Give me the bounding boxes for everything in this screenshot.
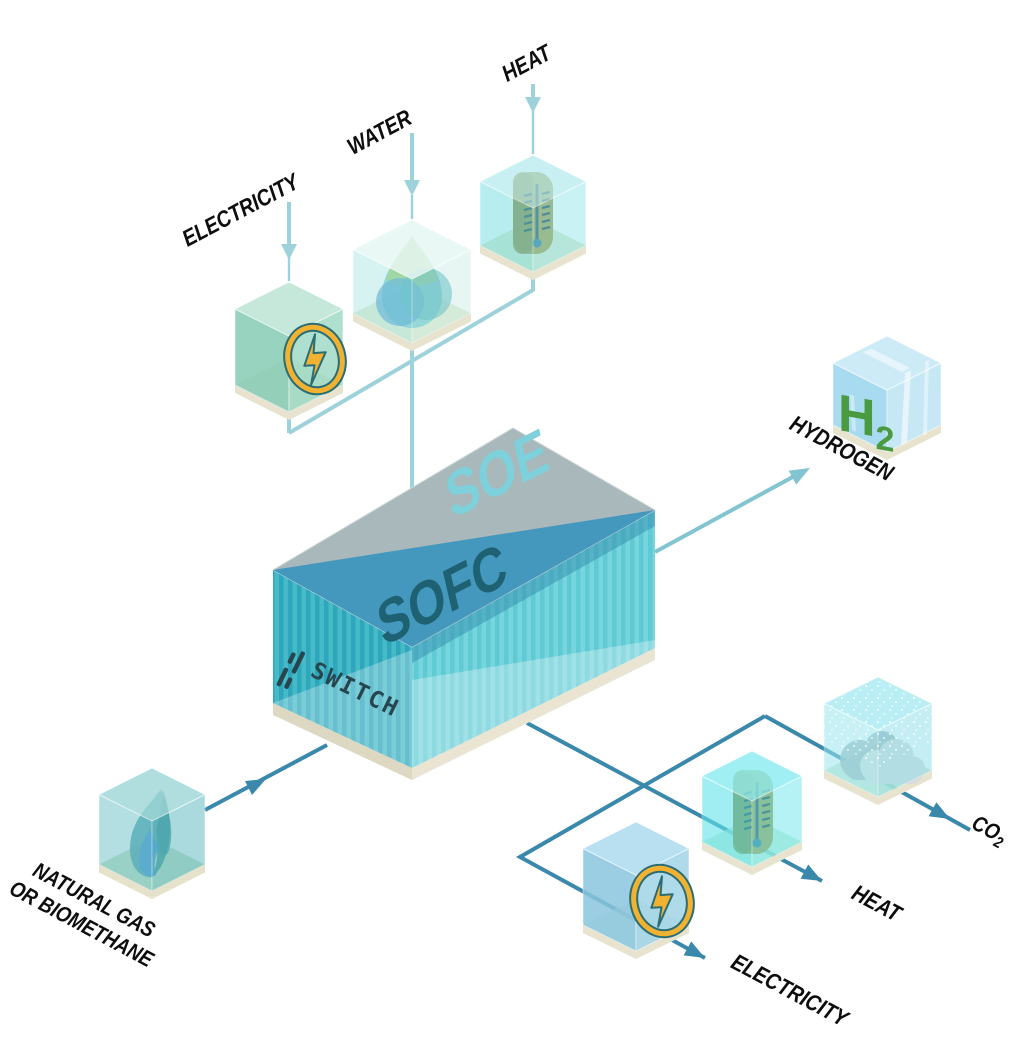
container-unit: SOE SOFC SWITCH — [271, 415, 657, 780]
cube-top-face — [478, 154, 588, 209]
natural-gas-arrowhead-icon — [245, 779, 266, 795]
heat-output-cube — [700, 750, 804, 875]
electricity-input-arrowhead-icon — [281, 244, 297, 260]
cube-base — [824, 770, 932, 805]
electricity-output-arrowhead-icon — [683, 941, 705, 958]
h2-cube-label: H2 — [838, 384, 894, 460]
heat-input-label: HEAT — [498, 39, 557, 87]
container-right-face — [412, 510, 655, 768]
heat-input-arrowhead-icon — [525, 97, 541, 113]
lightning-bolt-icon — [629, 863, 695, 939]
co2-output-cube — [822, 676, 934, 805]
natural-gas-feed-line — [204, 743, 328, 812]
co2-output-arrowhead-icon — [928, 802, 950, 819]
hydrogen-output-cube: H2 — [831, 335, 943, 460]
co2-bubbles-texture — [824, 677, 932, 768]
water-input-label: WATER — [343, 104, 417, 160]
cube-base — [583, 925, 689, 959]
container-base-right — [412, 648, 655, 780]
co2-output-label: CO2 — [966, 811, 1011, 852]
water-input-cube — [351, 219, 473, 351]
container-left-face — [273, 570, 412, 768]
electricity-input-label: ELECTRICITY — [178, 168, 305, 252]
container-base-left — [273, 703, 412, 780]
container-left-face-highlight — [273, 650, 412, 768]
switch-logo-bars-icon — [276, 651, 305, 689]
input-line-network — [287, 84, 535, 489]
cube-base — [833, 425, 941, 460]
electricity-output-label: ELECTRICITY — [727, 949, 854, 1033]
hydrogen-arrowhead-icon — [788, 468, 810, 485]
cube-base — [480, 245, 586, 280]
cube-base — [235, 385, 343, 420]
container-right-face-shadow-band — [412, 510, 655, 663]
heat-output-arrowhead-icon — [800, 864, 822, 881]
cube-base — [353, 313, 471, 351]
container-right-face-highlight — [412, 640, 655, 768]
cube-top-face — [581, 821, 691, 876]
input-arrowheads — [281, 97, 541, 260]
natural-gas-input-cube — [97, 767, 207, 899]
cube-top-face — [233, 281, 345, 337]
cube-base — [99, 864, 205, 899]
lightning-bolt-icon — [283, 322, 347, 396]
cube-base — [702, 842, 802, 875]
cube-top-face — [97, 767, 207, 822]
cube-top-face — [700, 750, 804, 802]
output-arrowheads — [245, 779, 950, 958]
cube-top-face — [351, 219, 473, 280]
ice-streaks — [850, 349, 929, 445]
heat-output-label: HEAT — [848, 880, 907, 928]
electricity-output-cube — [581, 821, 695, 959]
electricity-input-cube — [233, 281, 347, 420]
heat-input-cube — [478, 154, 588, 280]
container-sofc-panel — [273, 510, 655, 647]
hydrogen-output-arrow — [654, 468, 810, 554]
water-input-arrowhead-icon — [404, 180, 420, 196]
